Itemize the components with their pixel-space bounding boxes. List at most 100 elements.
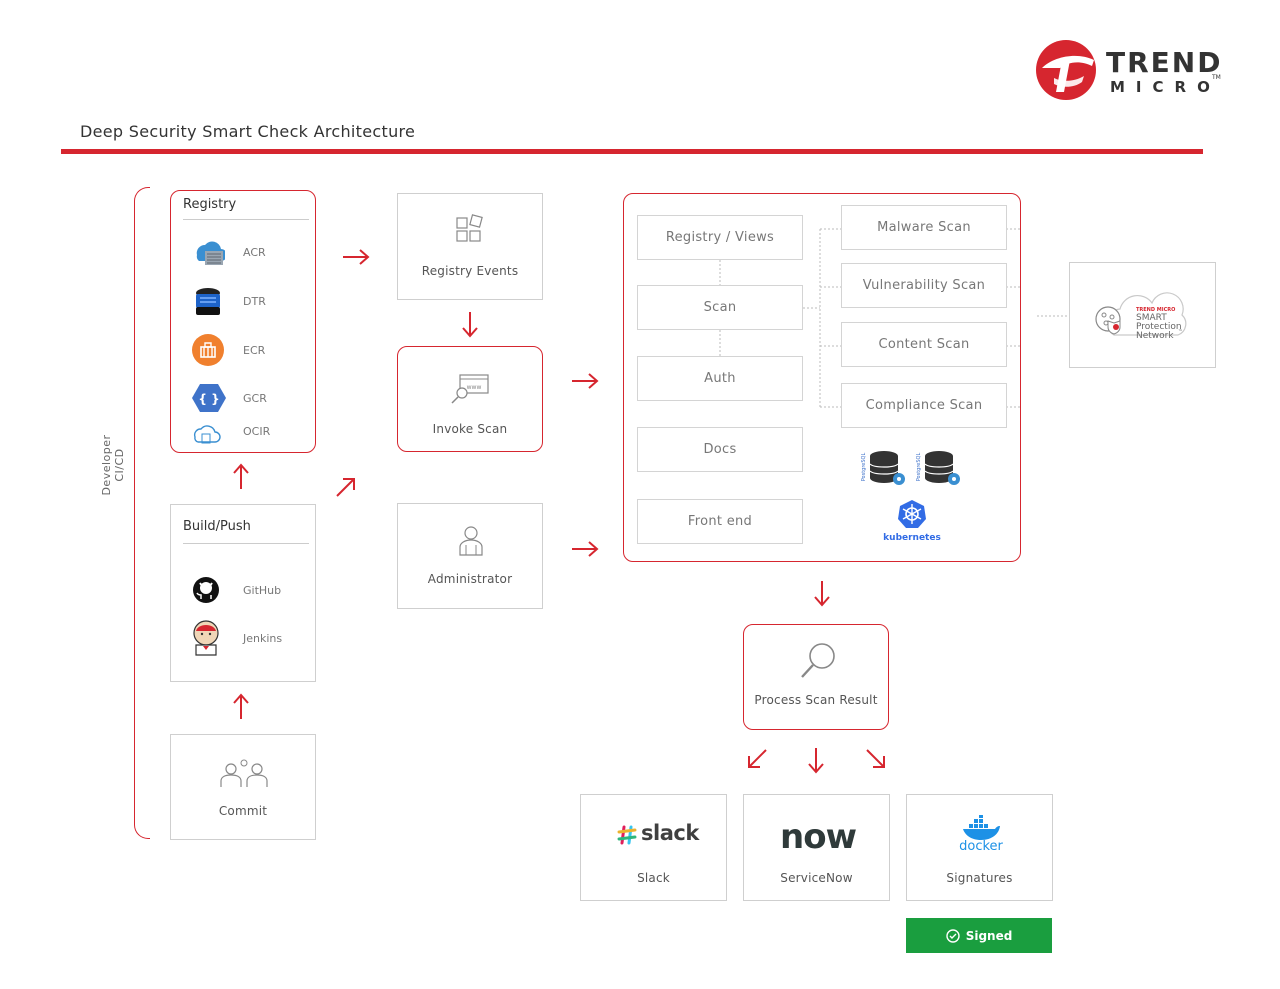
arrow-down-right-icon (866, 749, 885, 768)
arrow-down-left-icon (748, 749, 767, 768)
build-heading: Build/Push (183, 519, 251, 534)
docs-component[interactable]: Docs (637, 427, 803, 472)
spn-text-line2: Protection (1136, 322, 1182, 332)
registry-panel: Registry ACR DTR ECR { } GCR (170, 190, 316, 453)
vulnerability-scan-component[interactable]: Vulnerability Scan (841, 263, 1007, 308)
signed-badge[interactable]: Signed (906, 918, 1052, 953)
registry-item-label: ACR (243, 245, 266, 259)
docker-trusted-registry-icon (196, 288, 220, 315)
spn-cloud-icon (1095, 292, 1187, 336)
administrator-label: Administrator (427, 572, 513, 586)
servicenow-logo: now (780, 817, 857, 857)
arrow-up-right-icon (336, 478, 355, 497)
brand-tm: TM (1212, 74, 1221, 81)
cluster-connectors (719, 228, 1022, 408)
build-push-panel: Build/Push GitHub Jenkins (170, 504, 316, 682)
arrow-right-icon (572, 373, 599, 389)
aws-ecr-icon (192, 334, 224, 366)
jenkins-icon (193, 620, 219, 656)
registry-item-ecr[interactable]: ECR (191, 333, 311, 367)
process-scan-result-panel[interactable]: Process Scan Result (743, 624, 889, 730)
content-scan-component[interactable]: Content Scan (841, 322, 1007, 367)
build-item-github[interactable]: GitHub (191, 575, 311, 605)
signatures-label: Signatures (946, 871, 1013, 885)
registry-events-label: Registry Events (421, 264, 519, 278)
invoke-scan-panel[interactable]: www Invoke Scan (397, 346, 543, 452)
commit-label: Commit (218, 804, 268, 818)
commit-panel: Commit (170, 734, 316, 840)
signed-label: Signed (965, 928, 1013, 943)
registry-views-component[interactable]: Registry / Views (637, 215, 803, 260)
spn-text-line0: TREND MICRO (1136, 307, 1176, 313)
database-icon (924, 451, 960, 485)
page-title: Deep Security Smart Check Architecture (80, 122, 416, 141)
github-icon (193, 577, 219, 603)
registry-events-panel: Registry Events (397, 193, 543, 300)
arrow-up-icon (233, 463, 249, 489)
malware-scan-component[interactable]: Malware Scan (841, 205, 1007, 250)
arrow-down-icon (814, 581, 830, 607)
registry-item-acr[interactable]: ACR (191, 235, 311, 269)
slack-label: Slack (637, 871, 670, 885)
signatures-panel[interactable]: docker Signatures (906, 794, 1053, 901)
registry-item-label: ECR (243, 343, 266, 357)
registry-item-gcr[interactable]: { } GCR (191, 381, 311, 415)
compliance-scan-component[interactable]: Compliance Scan (841, 383, 1007, 428)
kubernetes-label: kubernetes (883, 533, 941, 543)
arrow-up-icon (233, 693, 249, 719)
docker-wordmark: docker (959, 839, 1003, 854)
registry-item-dtr[interactable]: DTR (191, 284, 311, 318)
docker-whale-icon (963, 815, 1000, 840)
database-icon (869, 451, 905, 485)
registry-item-label: GCR (243, 391, 267, 405)
db-label: PostgreSQL (916, 452, 922, 482)
registry-item-ocir[interactable]: OCIR (191, 421, 311, 445)
build-item-label: GitHub (243, 583, 282, 597)
smart-check-cluster: Registry / Views Scan Auth Docs Front en… (623, 193, 1022, 562)
slack-panel[interactable]: slack Slack (580, 794, 727, 901)
slack-wordmark: slack (641, 821, 699, 845)
azure-registry-icon (196, 241, 225, 265)
spn-connector (1037, 315, 1071, 317)
invoke-scan-label: Invoke Scan (432, 422, 508, 436)
spn-tm: ™ (1178, 329, 1183, 335)
build-heading-rule (183, 543, 309, 544)
slack-hash-icon (617, 825, 637, 845)
svg-text:www: www (467, 384, 482, 391)
registry-item-label: OCIR (243, 425, 271, 438)
servicenow-label: ServiceNow (780, 871, 853, 885)
web-scan-icon: www (451, 374, 489, 404)
arrow-down-icon (462, 312, 478, 338)
brand-line1: TREND (1106, 46, 1223, 79)
title-rule (61, 149, 1203, 154)
google-container-registry-icon: { } (192, 384, 226, 412)
auth-component[interactable]: Auth (637, 356, 803, 401)
servicenow-panel[interactable]: now ServiceNow (743, 794, 890, 901)
arrow-right-icon (572, 541, 599, 557)
build-item-label: Jenkins (243, 631, 283, 645)
smart-protection-network-panel: TREND MICRO SMART Protection Network ™ (1069, 262, 1216, 368)
arrow-down-icon (808, 748, 824, 774)
components-icon (456, 214, 483, 242)
registry-heading: Registry (183, 197, 237, 212)
registry-item-label: DTR (243, 294, 266, 308)
slack-logo: slack (617, 821, 699, 847)
registry-heading-rule (183, 219, 309, 220)
users-icon (220, 759, 268, 787)
spn-text-line3: Network (1136, 331, 1174, 341)
kubernetes-icon (898, 500, 926, 528)
side-label: Developer CI/CD (100, 434, 126, 496)
brand-line2: MICRO (1110, 78, 1221, 96)
db-label: PostgreSQL (861, 452, 867, 482)
oracle-registry-icon (193, 425, 221, 444)
build-item-jenkins[interactable]: Jenkins (191, 619, 311, 657)
process-scan-result-label: Process Scan Result (754, 693, 878, 707)
trend-micro-logo: TREND MICRO TM (1034, 38, 1224, 104)
check-circle-icon (945, 928, 960, 943)
magnifier-icon (801, 643, 835, 678)
front-end-component[interactable]: Front end (637, 499, 803, 544)
scan-component[interactable]: Scan (637, 285, 803, 330)
servicenow-o-icon (815, 831, 833, 849)
ci-cd-bracket (134, 187, 150, 839)
svg-text:{ }: { } (198, 392, 219, 406)
